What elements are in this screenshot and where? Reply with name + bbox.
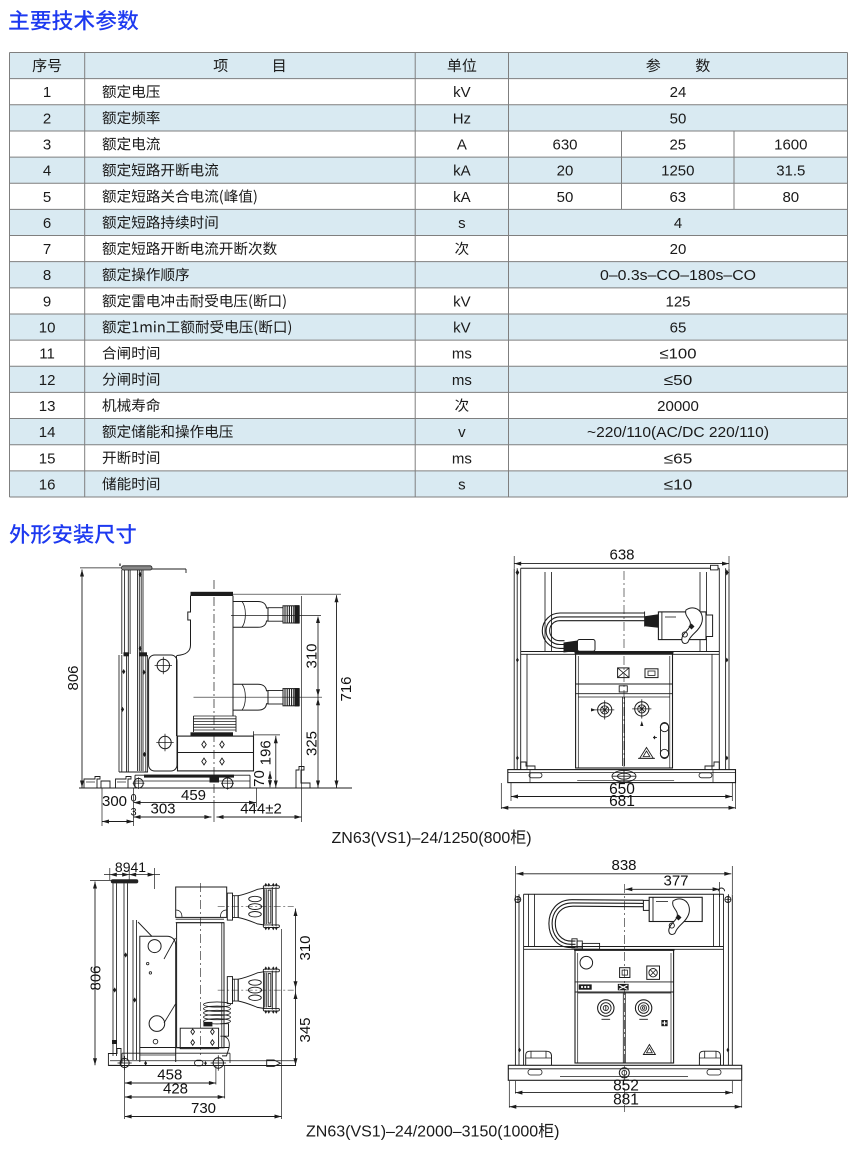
svg-text:4: 4: [43, 163, 51, 180]
svg-text:s: s: [458, 476, 466, 493]
svg-text:1600: 1600: [774, 137, 807, 154]
svg-text:kA: kA: [453, 163, 471, 180]
svg-text:70: 70: [251, 770, 268, 787]
svg-text:~220/110(AC/DC 220/110): ~220/110(AC/DC 220/110): [587, 424, 769, 441]
svg-text:681: 681: [609, 793, 635, 810]
svg-text:4: 4: [674, 215, 682, 232]
svg-text:838: 838: [611, 857, 636, 874]
svg-text:14: 14: [39, 424, 56, 441]
svg-text:459: 459: [181, 787, 206, 804]
svg-text:ms: ms: [452, 450, 472, 467]
svg-text:1: 1: [43, 84, 51, 101]
svg-text:428: 428: [163, 1080, 188, 1097]
svg-text:630: 630: [552, 137, 577, 154]
svg-text:458: 458: [157, 1066, 182, 1083]
svg-text:20000: 20000: [657, 398, 699, 415]
svg-text:11: 11: [39, 346, 55, 363]
svg-text:A: A: [457, 137, 467, 154]
svg-text:25: 25: [669, 137, 686, 154]
svg-text:3: 3: [43, 137, 51, 154]
svg-text:50: 50: [670, 110, 687, 127]
svg-text:s: s: [458, 215, 466, 232]
svg-text:444±2: 444±2: [240, 801, 282, 818]
svg-text:12: 12: [39, 372, 56, 389]
svg-text:310: 310: [303, 643, 320, 668]
svg-text:24: 24: [670, 84, 687, 101]
svg-text:): ): [554, 1124, 559, 1141]
svg-text:300: 300: [102, 793, 127, 810]
svg-text:≤100: ≤100: [660, 346, 697, 363]
svg-text:345: 345: [297, 1017, 314, 1042]
svg-text:63: 63: [669, 189, 686, 206]
svg-text:≤10: ≤10: [664, 476, 693, 493]
svg-text:): ): [526, 830, 531, 847]
svg-text:20: 20: [557, 163, 574, 180]
svg-text:65: 65: [670, 320, 687, 337]
svg-text:10: 10: [39, 320, 56, 337]
svg-text:ms: ms: [452, 372, 472, 389]
svg-text:8: 8: [43, 267, 51, 284]
svg-text:50: 50: [557, 189, 574, 206]
svg-text:3: 3: [131, 807, 137, 819]
svg-text:kA: kA: [453, 189, 471, 206]
svg-text:kV: kV: [453, 320, 471, 337]
svg-text:125: 125: [665, 293, 690, 310]
svg-text:kV: kV: [453, 293, 471, 310]
svg-text:v: v: [458, 424, 466, 441]
svg-text:638: 638: [609, 547, 634, 564]
svg-text:13: 13: [39, 398, 56, 415]
svg-text:730: 730: [191, 1100, 216, 1117]
svg-text:0–0.3s–CO–180s–CO: 0–0.3s–CO–180s–CO: [600, 267, 756, 284]
svg-text:ZN63(VS1)–24/1250(800: ZN63(VS1)–24/1250(800: [332, 830, 511, 847]
svg-text:806: 806: [65, 665, 82, 690]
svg-text:16: 16: [39, 476, 56, 493]
svg-text:806: 806: [88, 965, 105, 990]
svg-text:kV: kV: [453, 84, 471, 101]
svg-text:31.5: 31.5: [776, 163, 805, 180]
svg-text:310: 310: [297, 935, 314, 960]
svg-text:ms: ms: [452, 346, 472, 363]
svg-text:80: 80: [782, 189, 799, 206]
svg-text:881: 881: [613, 1092, 639, 1109]
svg-text:716: 716: [338, 676, 355, 701]
svg-text:303: 303: [150, 801, 175, 818]
svg-text:852: 852: [613, 1077, 639, 1094]
svg-text:2: 2: [43, 110, 51, 127]
svg-text:7: 7: [43, 241, 51, 258]
svg-text:650: 650: [609, 781, 635, 798]
svg-text:5: 5: [43, 189, 51, 206]
svg-text:6: 6: [43, 215, 51, 232]
svg-text:8941: 8941: [115, 859, 146, 875]
svg-text:20: 20: [670, 241, 687, 258]
svg-text:Hz: Hz: [453, 110, 471, 127]
svg-text:325: 325: [303, 731, 320, 756]
svg-text:9: 9: [43, 293, 51, 310]
svg-text:377: 377: [663, 872, 688, 889]
svg-text:ZN63(VS1)–24/2000–3150(1000: ZN63(VS1)–24/2000–3150(1000: [306, 1124, 538, 1141]
svg-text:1250: 1250: [661, 163, 694, 180]
svg-text:≤65: ≤65: [664, 450, 693, 467]
svg-text:15: 15: [39, 450, 56, 467]
svg-text:≤50: ≤50: [664, 372, 693, 389]
svg-text:196: 196: [258, 740, 275, 765]
svg-text:0: 0: [131, 793, 137, 805]
